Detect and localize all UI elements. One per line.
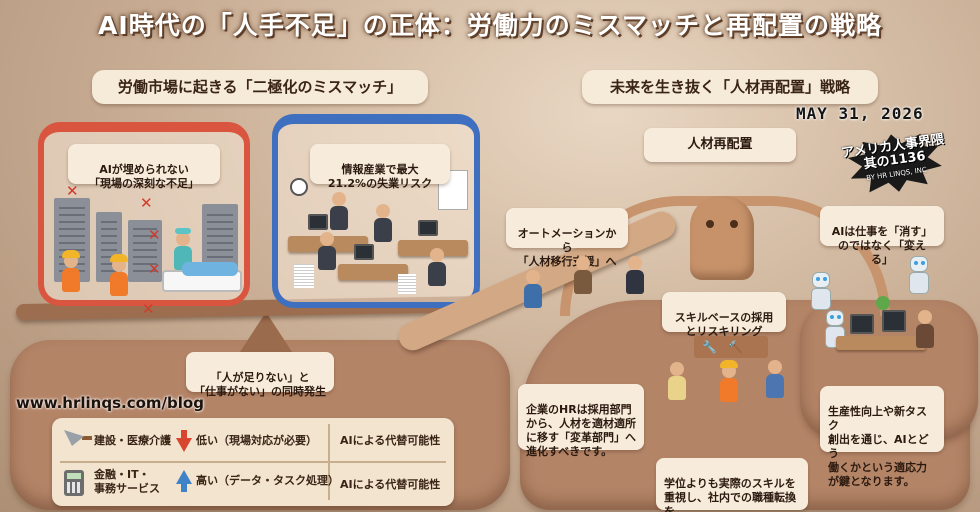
skill-note-text: スキルベースの採用 とリスキリング xyxy=(674,311,774,338)
field-shortage-label: AIが埋められない 「現場の深刻な不足」 xyxy=(68,144,220,190)
office-desk xyxy=(338,264,408,280)
office-desk xyxy=(836,336,926,350)
hammer-icon: 🔨 xyxy=(728,340,743,354)
monitor-icon xyxy=(308,214,328,230)
monitor-icon xyxy=(882,310,906,332)
ai-changes-note-text: AIは仕事を「消す」 のではなく「変える」 xyxy=(831,225,933,266)
reallocation-sign-text: 人材再配置 xyxy=(687,137,753,152)
degree-note-text: 学位よりも実際のスキルを 重視し、社内での職種転換を 意図的に設計します。 xyxy=(664,477,796,512)
monitor-icon xyxy=(354,244,374,260)
cross-mark-icon: ✕ xyxy=(66,182,79,200)
level-label: 低い（現場対応が必要） xyxy=(196,434,317,447)
wrench-icon: 🔧 xyxy=(702,340,717,354)
hr-note: 企業のHRは採用部門 から、人材を適材適所 に移す「変革部門」へ 進化すべきです… xyxy=(518,384,644,458)
table-row: 建設・医療介護 低い（現場対応が必要） AIによる代替可能性 xyxy=(52,418,454,462)
paper-stack xyxy=(294,264,314,288)
sector-label: 金融・IT・ 事務サービス xyxy=(94,468,160,495)
plant-icon xyxy=(876,296,890,310)
result-label: AIによる代替可能性 xyxy=(340,434,441,447)
substitution-table: 建設・医療介護 低い（現場対応が必要） AIによる代替可能性 金融・IT・ 事務… xyxy=(52,418,454,506)
skill-note: スキルベースの採用 とリスキリング xyxy=(662,292,786,338)
arrow-up-icon xyxy=(176,470,192,492)
paper-stack xyxy=(398,274,416,294)
automation-note: オートメーションから 「人材移行支援」へ xyxy=(506,208,628,268)
table-row: 金融・IT・ 事務サービス 高い（データ・タスク処理） AIによる代替可能性 xyxy=(52,462,454,506)
simultaneous-occurrence-text: 「人が足りない」と 「仕事がない」の同時発生 xyxy=(194,371,326,398)
sector-label: 建設・医療介護 xyxy=(94,434,171,447)
table-divider xyxy=(328,424,330,500)
cross-mark-icon: ✕ xyxy=(140,194,153,212)
reallocation-sign: 人材再配置 xyxy=(644,128,796,162)
degree-note: 学位よりも実際のスキルを 重視し、社内での職種転換を 意図的に設計します。 xyxy=(656,458,808,512)
unemployment-risk-label: 情報産業で最大 21.2%の失業リスク xyxy=(310,144,450,190)
level-label: 高い（データ・タスク処理） xyxy=(196,474,339,487)
wall-clock-icon xyxy=(290,178,308,196)
publish-date: MAY 31, 2026 xyxy=(796,104,924,123)
unemployment-risk-text: 情報産業で最大 21.2%の失業リスク xyxy=(327,163,433,190)
series-stamp: アメリカ人事界隈 其の1136 BY HR LINQS, INC xyxy=(828,131,963,208)
table-divider xyxy=(60,461,446,463)
building-block xyxy=(96,212,122,282)
cross-mark-icon: ✕ xyxy=(148,260,161,278)
simultaneous-occurrence-note: 「人が足りない」と 「仕事がない」の同時発生 xyxy=(186,352,334,398)
left-heading-text: 労働市場に起きる「二極化のミスマッチ」 xyxy=(117,78,403,96)
arrow-down-icon xyxy=(176,430,192,452)
trowel-icon xyxy=(64,430,92,446)
mascot-eye xyxy=(706,220,714,228)
productivity-note-text: 生産性向上や新タスク 創出を通じ、AIとどう 働くかという適応力 が鍵となります… xyxy=(828,405,929,488)
ai-changes-note: AIは仕事を「消す」 のではなく「変える」 xyxy=(820,206,944,266)
hr-note-text: 企業のHRは採用部門 から、人材を適材適所 に移す「変革部門」へ 進化すべきです… xyxy=(526,403,636,458)
calculator-icon xyxy=(64,470,84,496)
result-label: AIによる代替可能性 xyxy=(340,478,441,491)
level-cell: 高い（データ・タスク処理） xyxy=(176,470,339,492)
productivity-note: 生産性向上や新タスク 創出を通じ、AIとどう 働くかという適応力 が鍵となります… xyxy=(820,386,944,488)
page-title: AI時代の「人手不足」の正体：労働力のミスマッチと再配置の戦略 xyxy=(98,11,882,40)
seesaw-fulcrum xyxy=(236,312,296,358)
bed-blanket xyxy=(182,262,238,276)
building-block xyxy=(128,220,162,282)
left-section-heading: 労働市場に起きる「二極化のミスマッチ」 xyxy=(92,70,428,104)
monitor-icon xyxy=(418,220,438,236)
monitor-icon xyxy=(850,314,874,334)
automation-note-text: オートメーションから 「人材移行支援」へ xyxy=(517,227,617,268)
right-section-heading: 未来を生き抜く「人材再配置」戦略 xyxy=(582,70,878,104)
cross-mark-icon: ✕ xyxy=(142,300,155,318)
blog-url: www.hrlinqs.com/blog xyxy=(16,394,204,412)
cross-mark-icon: ✕ xyxy=(148,226,161,244)
level-cell: 低い（現場対応が必要） xyxy=(176,428,317,452)
right-heading-text: 未来を生き抜く「人材再配置」戦略 xyxy=(609,78,850,96)
mascot-eye xyxy=(730,220,738,228)
field-shortage-text: AIが埋められない 「現場の深刻な不足」 xyxy=(89,163,199,190)
tool-board xyxy=(694,336,768,358)
clay-mascot xyxy=(690,196,754,280)
